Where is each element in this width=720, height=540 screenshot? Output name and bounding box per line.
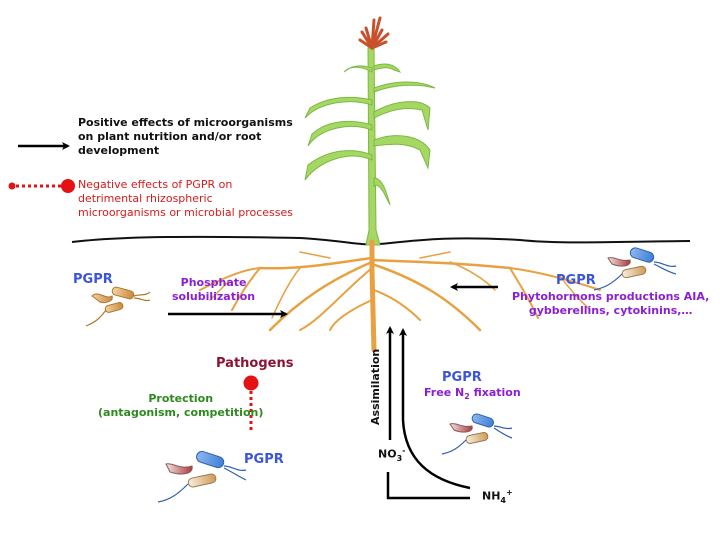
bacteria-cluster-icon-nfix: [441, 413, 513, 455]
legend-negative-line: Negative effects of PGPR on: [78, 178, 233, 191]
nh4-base: NH: [482, 489, 501, 503]
legend-negative-line: microorganisms or microbial processes: [78, 205, 293, 219]
pathogens-label: Pathogens: [216, 356, 294, 371]
phosphate-line: Phosphate: [180, 276, 247, 289]
no3-nh4-bracket: [386, 472, 470, 500]
n2-subscript: 2: [464, 392, 470, 402]
protection-label: Protection (antagonism, competition): [98, 392, 263, 420]
pgpr-label-left: PGPR: [73, 272, 113, 287]
no3-subscript: 3: [396, 453, 403, 463]
legend-positive-text: Positive effects of microorganisms on pl…: [78, 116, 293, 157]
legend-negative-dotted-icon: [8, 179, 75, 193]
no3-base: NO: [378, 447, 397, 461]
phosphate-solubilization-label: Phosphate solubilization: [172, 276, 255, 304]
nh4-superscript: +: [506, 488, 513, 497]
bacteria-cluster-icon-left: [85, 286, 151, 327]
phytohormone-line: gybberellins, cytokinins,…: [528, 303, 693, 317]
no3-superscript: -: [402, 446, 406, 455]
protection-line: (antagonism, competition): [98, 405, 264, 419]
legend-positive-line: on plant nutrition and/or root: [78, 129, 262, 143]
legend-positive-line: Positive effects of microorganisms: [78, 116, 293, 129]
legend-negative-text: Negative effects of PGPR on detrimental …: [78, 178, 293, 219]
plant-tassel-icon: [358, 16, 390, 50]
soil-surface-line: [71, 235, 691, 246]
free-n2-fixation-label: Free N2 fixation: [424, 386, 521, 402]
n2-suffix: fixation: [469, 386, 521, 399]
nh4-curved-arrow: [399, 328, 471, 490]
no3-label: NO3-: [378, 446, 405, 464]
legend-negative-line: detrimental rhizospheric: [78, 191, 213, 205]
protection-line: Protection: [148, 392, 214, 405]
nh4-subscript: 4: [500, 495, 506, 505]
assimilation-label: Assimilation: [369, 348, 383, 425]
phytohormone-label: Phytohormons productions AIA, gybberelli…: [512, 290, 709, 318]
bacteria-cluster-icon-right: [593, 247, 677, 291]
n2-prefix: Free N: [424, 386, 465, 399]
pgpr-label-nfix: PGPR: [442, 370, 482, 385]
pathogen-inhibition-icon: [243, 375, 259, 430]
nh4-label: NH4+: [482, 488, 513, 506]
pgpr-label-right: PGPR: [556, 273, 596, 288]
legend-positive-line: development: [78, 143, 160, 157]
pgpr-label-bottom: PGPR: [244, 452, 284, 467]
phytohormone-line: Phytohormons productions AIA,: [512, 290, 710, 303]
phosphate-line: solubilization: [172, 289, 256, 303]
bacteria-cluster-icon-bottom: [157, 450, 247, 503]
plant-stem-icon: [304, 47, 436, 246]
